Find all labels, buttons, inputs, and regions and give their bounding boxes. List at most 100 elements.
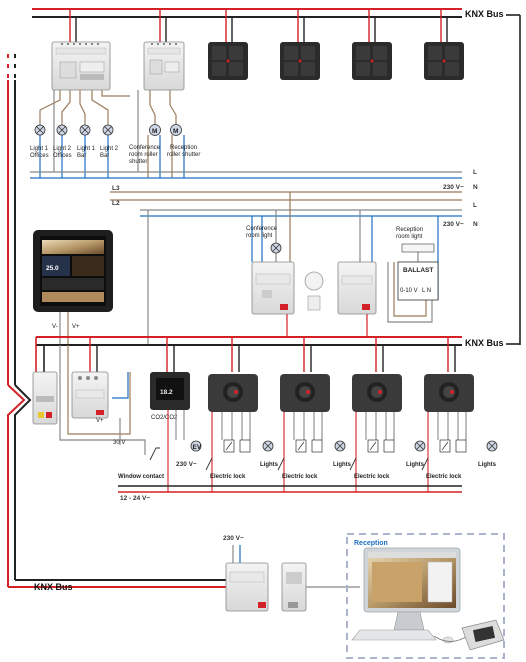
lamp-room-3 (414, 440, 426, 452)
label-230v-mid: 230 V~ (443, 221, 464, 228)
label-230v-low: 230 V~ (176, 461, 197, 468)
wall-switch-top-2 (280, 42, 320, 80)
shutter-label-2-line2: roller shutter (167, 152, 200, 158)
conference-label-line2: room light (246, 233, 273, 239)
room-unit-wiring (167, 410, 467, 492)
binary-input-module (71, 371, 109, 419)
label-30v: 30 V (113, 440, 125, 446)
lamp-room-1 (262, 440, 274, 452)
psu-wiring: V+ 30 V (59, 345, 146, 455)
label-n-mid: N (473, 221, 478, 228)
label-n-top: N (473, 184, 478, 191)
room-unit-3 (352, 374, 402, 412)
motor-reception-shutter: M (170, 124, 182, 136)
label-l2: L2 (112, 200, 120, 207)
touch-panel: 25.0 (33, 230, 113, 312)
thermostat: 18.2 CO2/CO2 (150, 372, 190, 421)
room-labels: Window contact 230 V~ Electric lock Ligh… (118, 461, 497, 480)
lights-label-3: Lights (406, 462, 425, 468)
load-wiring (39, 90, 185, 178)
load-label-2-line2: Offices (53, 153, 72, 159)
shutter-label-1-line2: room roller (129, 152, 158, 158)
knx-bus-middle-label: KNX Bus (465, 338, 504, 348)
label-v-plus: V+ (72, 324, 80, 330)
dimmer-module (251, 261, 295, 315)
left-bus-riser (6, 48, 240, 588)
room-unit-2 (280, 374, 330, 412)
knx-bus-middle: KNX Bus (35, 314, 520, 372)
load-label-4-line2: Bar (100, 153, 109, 159)
lights-label-1: Lights (260, 462, 279, 468)
lamp-room-4 (486, 440, 498, 452)
electric-lock-label-1: Electric lock (210, 474, 246, 480)
motor-conference-shutter: M (149, 124, 161, 136)
lamp-light-1-offices (34, 124, 46, 136)
reception-box: Reception (346, 533, 505, 659)
lights-label-2: Lights (333, 462, 352, 468)
label-l3: L3 (112, 185, 120, 192)
power-supply-module (32, 371, 58, 425)
shutter-label-1-line1: Conference (129, 145, 161, 151)
room-unit-4 (424, 374, 474, 412)
label-v-minus: V- (52, 324, 58, 330)
room-unit-1 (208, 374, 258, 412)
low-voltage-lines: 12 - 24 V~ (118, 485, 462, 502)
presence-sensor (304, 271, 324, 311)
svg-text:EV: EV (193, 444, 202, 451)
lamp-room-2 (334, 440, 346, 452)
dali-module (337, 261, 377, 315)
switch-actuator-module (51, 41, 111, 91)
ballast-label: BALLAST (403, 267, 433, 274)
wall-switch-top-1 (208, 42, 248, 80)
wall-switch-top-4 (424, 42, 464, 80)
electric-lock-label-2: Electric lock (282, 474, 318, 480)
electric-lock-label-4: Electric lock (426, 474, 462, 480)
load-label-4-line1: Light 2 (100, 146, 119, 152)
label-l-top: L (473, 169, 477, 176)
ballast-signal: 0-10 V (400, 288, 418, 294)
reception-card-reader (461, 619, 505, 651)
shutter-label-2-line1: Reception (170, 145, 197, 151)
relay-row (223, 439, 467, 453)
mains-lines-top: L 230 V~ N L3 L2 L 230 V~ N (30, 169, 478, 228)
reception-keyboard (351, 629, 471, 644)
lamp-conference (270, 242, 282, 254)
reception-title: Reception (354, 540, 388, 547)
thermostat-label: CO2/CO2 (151, 415, 178, 421)
label-230v-top: 230 V~ (443, 184, 464, 191)
load-label-3-line2: Bar (77, 153, 86, 159)
knx-bus-top: KNX Bus (32, 8, 521, 345)
knx-bus-bottom-label: KNX Bus (34, 582, 73, 592)
conference-label-line1: Conference (246, 226, 278, 232)
label-12-24v: 12 - 24 V~ (120, 495, 150, 502)
top-bus-drops (69, 9, 448, 42)
ballast-ln: L N (422, 288, 431, 294)
reception-light-line2: room light (396, 234, 423, 240)
switch-symbols (149, 447, 429, 471)
load-label-1-line2: Offices (30, 153, 49, 159)
panel-wiring: V- V+ (52, 312, 80, 345)
load-label-1-line1: Light 1 (30, 146, 49, 152)
knx-bus-top-label: KNX Bus (465, 9, 504, 19)
lamp-light-2-offices (56, 124, 68, 136)
thermostat-reading: 18.2 (160, 389, 173, 396)
load-label-3-line1: Light 1 (77, 146, 96, 152)
label-230v-bottom: 230 V~ (223, 535, 244, 542)
ip-interface-module (281, 562, 307, 612)
electric-lock-label-3: Electric lock (354, 474, 390, 480)
panel-reading: 25.0 (46, 265, 59, 272)
label-v-plus-2: V+ (96, 418, 104, 424)
svg-text:M: M (173, 128, 178, 135)
ip-router-module (225, 562, 269, 612)
reception-light-line1: Reception (396, 227, 423, 233)
load-label-2-line1: Light 2 (53, 146, 72, 152)
shutter-actuator-module (143, 41, 185, 91)
lamp-light-1-bar (79, 124, 91, 136)
lamps-row: EV (190, 440, 498, 452)
lamp-light-2-bar (102, 124, 114, 136)
shutter-label-1-line3: shutter (129, 159, 147, 165)
wall-switch-top-3 (352, 42, 392, 80)
svg-text:M: M (152, 128, 157, 135)
